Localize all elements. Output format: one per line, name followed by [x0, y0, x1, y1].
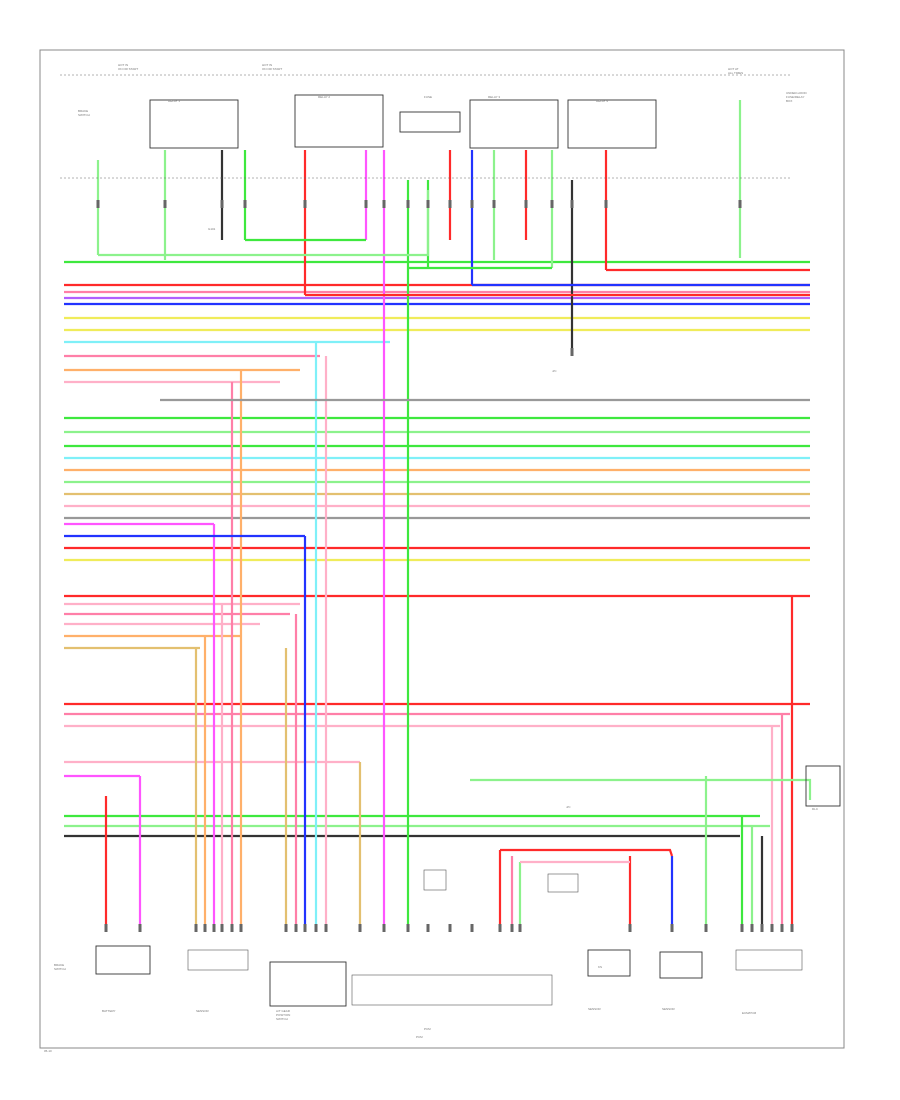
connector-pin-18: [470, 924, 474, 932]
component-c5-box: [587, 949, 631, 977]
ground-bus-wire: [98, 190, 430, 257]
top-connector-pin-16: [738, 200, 742, 208]
top-connector-pin-7: [406, 200, 410, 208]
top-connector-pin-13: [550, 200, 554, 208]
connector-pin-29: [780, 924, 784, 932]
connector-pin-27: [760, 924, 764, 932]
top-connector-pin-5: [364, 200, 368, 208]
dlc-wire: [470, 778, 812, 800]
connector-pin-9: [294, 924, 298, 932]
sensor-red-loop: [500, 848, 674, 857]
connector-pin-25: [740, 924, 744, 932]
component-c5-label: SENSOR: [588, 1007, 602, 1011]
relay4-box: [567, 99, 657, 149]
connector-pin-14: [382, 924, 386, 932]
top-connector-pin-12: [524, 200, 528, 208]
ground-symbol: [570, 348, 574, 356]
top-connector-pin-0: [96, 200, 100, 208]
connector-pin-5: [220, 924, 224, 932]
bottom-pcm-label: PCM: [424, 1027, 431, 1031]
pcm-connector-box: [423, 869, 447, 891]
component-c4-label: PCM: [416, 1035, 423, 1039]
connector-pin-19: [498, 924, 502, 932]
diagram-frame: [39, 49, 845, 1049]
wire-harness: [64, 100, 812, 930]
connector-pin-0: [104, 924, 108, 932]
connector-pin-15: [406, 924, 410, 932]
relay2-box: [294, 94, 384, 148]
connector-pin-11: [314, 924, 318, 932]
top-connector-pin-3: [243, 200, 247, 208]
corner-code: 05-10: [44, 1049, 52, 1053]
relay2-title: RELAY 2: [318, 95, 330, 99]
connector-pin-10: [303, 924, 307, 932]
connector-pin-16: [426, 924, 430, 932]
connector-pin-8: [284, 924, 288, 932]
connector-pin-22: [628, 924, 632, 932]
top-connector-pin-15: [604, 200, 608, 208]
component-c6-box: [659, 951, 703, 979]
connector-pin-26: [750, 924, 754, 932]
tiny-box-label: KS: [598, 965, 602, 969]
component-c2-label: SENSOR: [196, 1009, 210, 1013]
connector-pin-13: [358, 924, 362, 932]
connector-pin-4: [212, 924, 216, 932]
relay1-box: [149, 99, 239, 149]
connector-pin-28: [770, 924, 774, 932]
relay3-title: RELAY 3: [488, 95, 500, 99]
relay3-box: [469, 99, 559, 149]
component-c1-box: [95, 945, 151, 975]
component-c2-box: [187, 949, 249, 971]
component-c7-label: ECM/PCM: [742, 1011, 757, 1015]
fuse-box-small: [399, 111, 461, 133]
relay1-title: RELAY 1: [168, 99, 180, 103]
component-c4-box: [351, 974, 553, 1006]
connector-pin-23: [670, 924, 674, 932]
right-dlc-box: [805, 765, 841, 807]
component-c6-label: SENSOR: [662, 1007, 676, 1011]
top-connector-pin-14: [570, 200, 574, 208]
connector-pin-24: [704, 924, 708, 932]
connector-pin-7: [239, 924, 243, 932]
top-connector-pin-2: [220, 200, 224, 208]
connector-pin-20: [510, 924, 514, 932]
top-connector-pin-10: [470, 200, 474, 208]
top-connector-pin-9: [448, 200, 452, 208]
connector-pin-1: [138, 924, 142, 932]
component-boxes: [60, 74, 841, 1007]
relay4-title: RELAY 4: [596, 99, 608, 103]
mid-splice-label: J/C: [552, 369, 557, 373]
sensor-connector-box: [547, 873, 579, 893]
fuse-title: FUSE: [424, 95, 432, 99]
top-connector-pin-4: [303, 200, 307, 208]
connector-pin-30: [790, 924, 794, 932]
ground-label: G101: [208, 227, 216, 231]
right-box-label: DLC: [812, 807, 819, 811]
connector-pin-6: [230, 924, 234, 932]
top-connector-pin-1: [163, 200, 167, 208]
top-connector-pin-11: [492, 200, 496, 208]
connector-pin-2: [194, 924, 198, 932]
connector-pin-12: [324, 924, 328, 932]
connector-pin-21: [518, 924, 522, 932]
connector-pin-3: [203, 924, 207, 932]
component-c1-label: BATTERY: [102, 1009, 116, 1013]
connector-pin-17: [448, 924, 452, 932]
component-c3-box: [269, 961, 347, 1007]
top-connector-pin-6: [382, 200, 386, 208]
top-connector-pin-8: [426, 200, 430, 208]
component-c7-box: [735, 949, 803, 971]
splice-label: J/C: [566, 805, 571, 809]
